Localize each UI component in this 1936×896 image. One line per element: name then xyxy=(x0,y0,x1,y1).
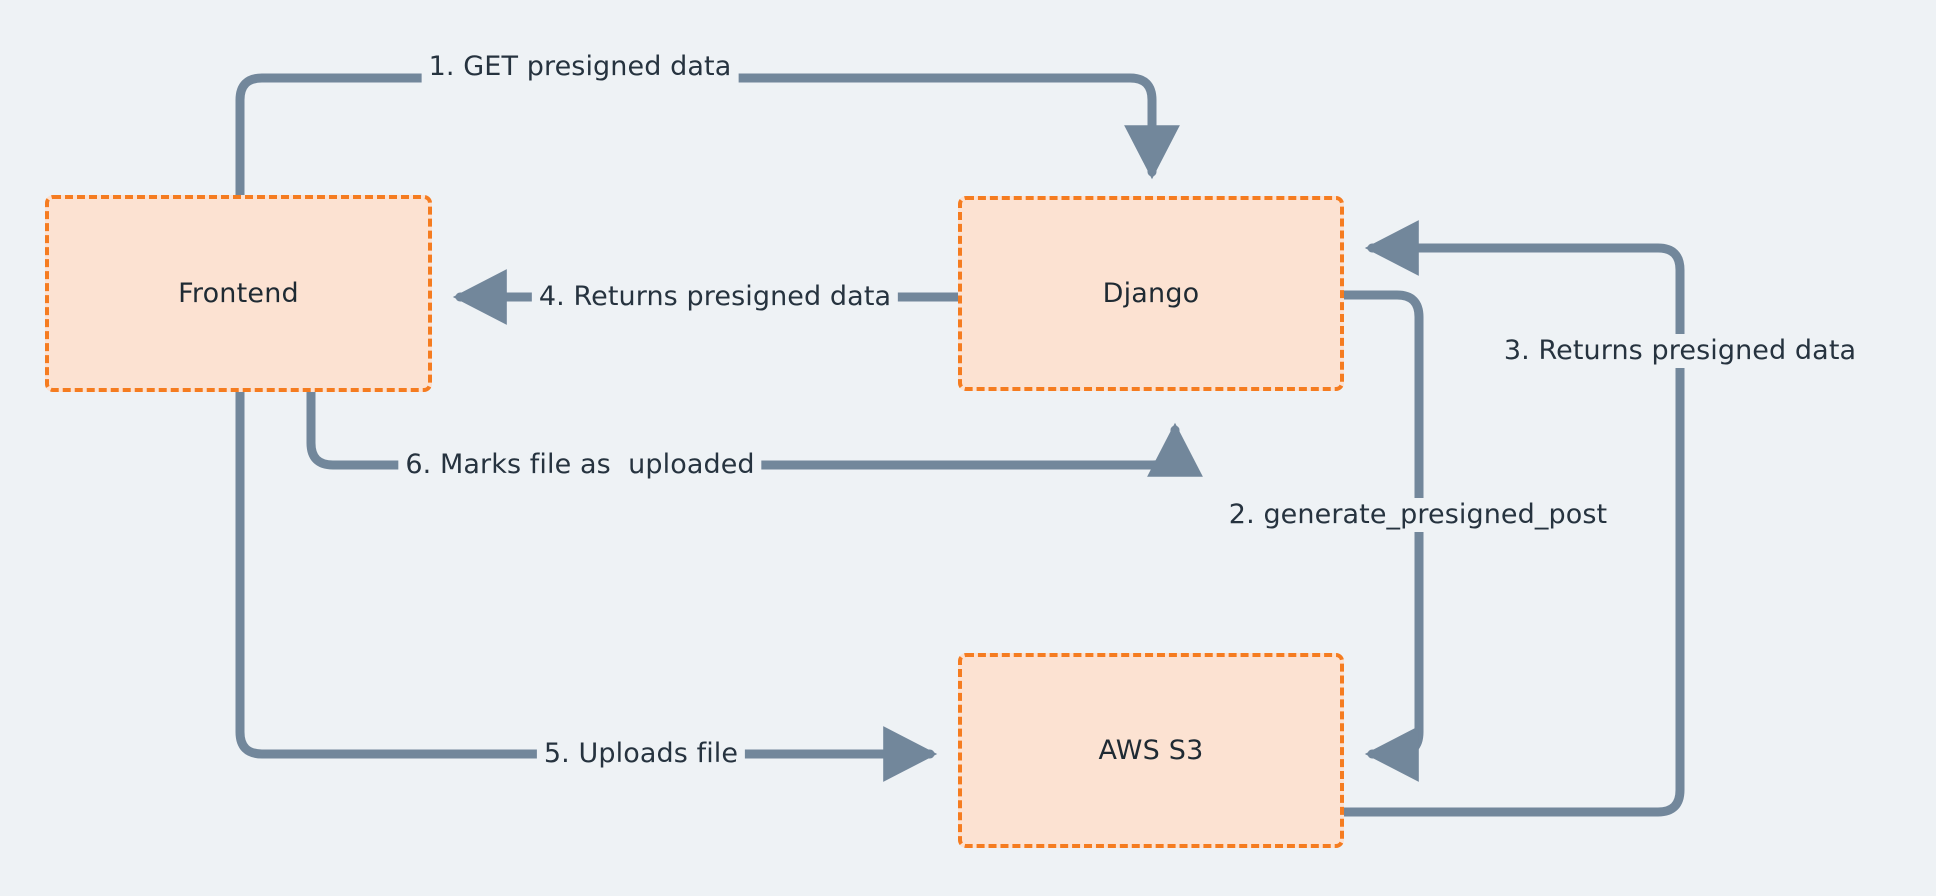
edge-path-5 xyxy=(235,387,938,782)
edge-label-3: 3. Returns presigned data xyxy=(1496,334,1864,368)
node-frontend[interactable]: Frontend xyxy=(45,195,432,392)
edge-label-2: 2. generate_presigned_post xyxy=(1221,498,1615,532)
edge-label-6: 6. Marks file as uploaded xyxy=(398,448,762,482)
edge-label-5: 5. Uploads file xyxy=(536,737,746,771)
node-aws-s3[interactable]: AWS S3 xyxy=(958,653,1344,848)
edge-label-4: 4. Returns presigned data xyxy=(531,280,899,314)
edge-path-1 xyxy=(235,73,1180,397)
node-django-label: Django xyxy=(1102,278,1200,309)
node-aws-s3-label: AWS S3 xyxy=(1098,735,1204,766)
edge-label-1: 1. GET presigned data xyxy=(421,50,739,84)
node-django[interactable]: Django xyxy=(958,196,1344,391)
node-frontend-label: Frontend xyxy=(178,278,299,309)
edge-path-3 xyxy=(1339,220,1685,817)
